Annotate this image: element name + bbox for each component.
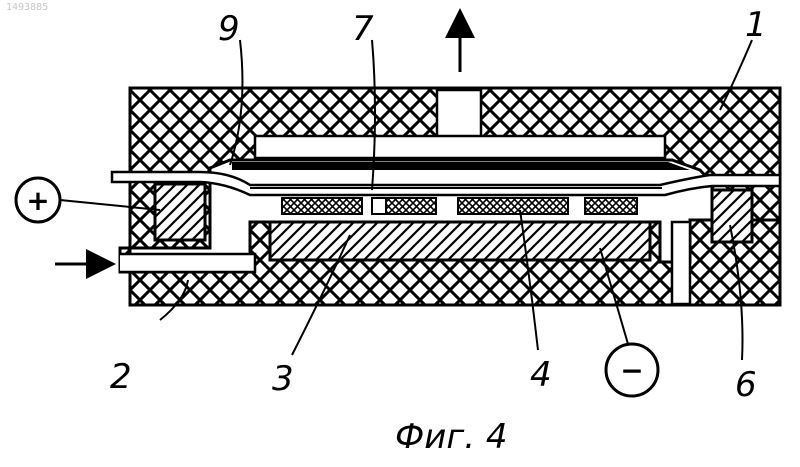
label-2: 2 xyxy=(110,357,132,397)
membrane xyxy=(112,172,780,195)
label-6: 6 xyxy=(735,365,757,405)
label-9: 9 xyxy=(218,9,240,49)
figure-caption: Фиг. 4 xyxy=(395,417,507,457)
label-7: 7 xyxy=(352,9,374,49)
exchange-elements xyxy=(282,198,637,214)
cathode-block xyxy=(270,222,650,260)
label-4: 4 xyxy=(530,355,552,395)
label-1: 1 xyxy=(745,5,767,45)
plus-sign: + xyxy=(26,184,49,217)
minus-sign: − xyxy=(620,354,643,387)
anode-insert xyxy=(155,184,205,240)
label-3: 3 xyxy=(272,359,294,399)
upper-housing xyxy=(130,88,780,220)
watermark: 1493885 xyxy=(6,2,48,13)
